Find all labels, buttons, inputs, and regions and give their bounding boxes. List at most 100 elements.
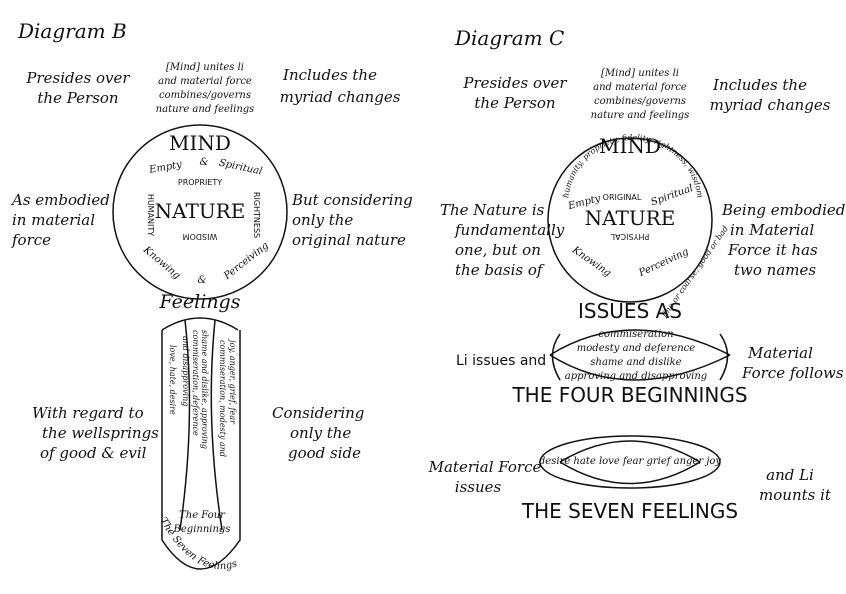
diagram-b-top-center: [Mind] unites li and material force comb… (156, 62, 255, 115)
b-wisdom-label: WISDOM (183, 232, 218, 241)
b-righteousness-label: RIGHTNESS (252, 192, 261, 238)
c-seven-inner-lower (559, 461, 701, 485)
b-spiritual-label: Spiritual (218, 158, 263, 178)
b-top-left-line-1: Presides over (25, 69, 130, 87)
diagram-c-left-mid: The Nature is fundamentally one, but on … (440, 201, 565, 279)
c-material-issues-line-1: Material Force (428, 458, 542, 476)
b-amp1-label: & (200, 157, 209, 168)
b-top-right-line-1: Includes the (282, 66, 377, 84)
c-seven-items: desire hate love fear grief anger joy (539, 456, 722, 467)
b-top-center-line-3: combines/governs (159, 90, 251, 101)
c-top-left-line-2: the Person (474, 94, 555, 112)
b-right-bottom-line-3: good side (288, 444, 361, 462)
c-original-label: ORIGINAL (603, 193, 642, 202)
diagram-c-top-center: [Mind] unites li and material force comb… (591, 68, 690, 121)
c-four-item-4: approving and disapproving (565, 371, 707, 382)
b-right-bottom-line-2: only the (290, 424, 351, 442)
b-four-beginnings-line-2: Beginnings (173, 524, 231, 535)
c-li-issues-label: Li issues and (456, 353, 546, 369)
c-right-mid-line-1: Being embodied (721, 201, 845, 219)
b-propriety-label: PROPRIETY (178, 178, 222, 187)
b-top-left-line-2: the Person (37, 89, 118, 107)
b-top-center-line-4: nature and feelings (156, 104, 255, 115)
b-top-right-line-2: myriad changes (280, 88, 401, 106)
c-four-beginnings-label: THE FOUR BEGINNINGS (511, 383, 747, 407)
b-col-text-1: love, hate, desire (168, 345, 177, 415)
c-spiritual-label: Spiritual (650, 183, 695, 208)
c-seven-ellipse (539, 435, 721, 489)
c-li-mounts: and Li mounts it (759, 466, 832, 504)
b-column-outline (161, 330, 241, 570)
diagram-b-top-right: Includes the myriad changes (280, 66, 401, 106)
b-nature-label: NATURE (155, 199, 246, 223)
c-seven-inner-upper (559, 440, 701, 463)
c-material-follows-line-1: Material (747, 344, 813, 362)
c-material-follows: Material Force follows (741, 344, 844, 382)
c-li-mounts-line-1: and Li (766, 466, 814, 484)
c-material-issues-line-2: issues (455, 478, 502, 496)
c-physical-label: PHYSICAL (610, 232, 649, 241)
c-top-right-line-2: myriad changes (710, 96, 831, 114)
diagram-b-top-left: Presides over the Person (25, 69, 130, 107)
c-four-item-1: commiseration (598, 329, 673, 340)
b-column-texts: love, hate, desire commiseration, defere… (168, 330, 237, 457)
c-left-mid-line-4: the basis of (455, 261, 545, 279)
b-amp2-label: & (198, 275, 207, 286)
c-right-mid-line-4: two names (734, 261, 816, 279)
c-seven-feelings-label: THE SEVEN FEELINGS (521, 499, 738, 523)
diagram-b-mind-circle (112, 124, 288, 300)
b-left-mid-line-2: in material (12, 211, 95, 229)
b-col-text-2: commiseration, deference (191, 330, 200, 436)
c-left-mid-line-2: fundamentally (454, 221, 565, 239)
diagram-b-left-mid: As embodied in material force (10, 191, 110, 249)
b-col-text-6: commiseration, modesty and (218, 340, 227, 457)
c-material-issues: Material Force issues (428, 458, 542, 496)
c-issues-as-label: ISSUES AS (578, 299, 682, 323)
c-material-follows-line-2: Force follows (741, 364, 844, 382)
c-right-mid-line-2: in Material (730, 221, 814, 239)
b-column-top-arc (161, 317, 239, 331)
diagram-b-right-bottom: Considering only the good side (272, 404, 364, 462)
b-left-mid-line-1: As embodied (10, 191, 110, 209)
c-li-mounts-line-2: mounts it (759, 486, 832, 504)
b-top-center-line-2: and material force (158, 76, 252, 87)
diagram-c-top-right: Includes the myriad changes (710, 76, 831, 114)
b-four-beginnings: The Four Beginnings (173, 510, 231, 535)
c-top-center-line-1: [Mind] unites li (601, 68, 679, 79)
b-top-center-line-1: [Mind] unites li (166, 62, 244, 73)
c-nature-label: NATURE (585, 206, 676, 230)
diagram-b-left-bottom: With regard to the wellsprings of good &… (32, 404, 159, 462)
b-empty-label: Empty (147, 159, 183, 176)
c-top-center-line-4: nature and feelings (591, 110, 690, 121)
b-right-mid-line-1: But considering (291, 191, 413, 209)
c-left-mid-line-1: The Nature is (440, 201, 545, 219)
b-four-beginnings-line-1: The Four (179, 510, 226, 521)
c-mind-label: MIND (599, 134, 661, 158)
diagram-c-top-left: Presides over the Person (462, 74, 567, 112)
c-right-mid-line-3: Force it has (727, 241, 818, 259)
diagram-b-title: Diagram B (17, 19, 127, 43)
b-left-bottom-line-3: of good & evil (40, 444, 147, 462)
c-top-right-line-1: Includes the (712, 76, 807, 94)
c-top-center-line-2: and material force (593, 82, 687, 93)
c-four-item-3: shame and dislike (590, 357, 681, 368)
c-knowing-label: Knowing (569, 244, 613, 279)
b-left-bottom-line-2: the wellsprings (42, 424, 159, 442)
b-left-mid-line-3: force (11, 231, 51, 249)
b-col-text-4: and disapproving (181, 336, 190, 406)
c-upper-arc (549, 329, 731, 356)
b-col-text-5: joy, anger, grief, fear (228, 338, 237, 425)
c-four-item-2: modesty and deference (577, 343, 695, 354)
b-col-text-3: shame and dislike, approving (200, 330, 209, 449)
c-four-items: commiseration modesty and deference sham… (565, 329, 707, 382)
diagram-c-title: Diagram C (454, 26, 564, 50)
c-perceiving-label: Perceiving (637, 246, 691, 279)
c-top-left-line-1: Presides over (462, 74, 567, 92)
diagram-c-right-mid: Being embodied in Material Force it has … (721, 201, 845, 279)
b-right-mid-line-3: original nature (292, 231, 406, 249)
diagram-b-right-mid: But considering only the original nature (291, 191, 413, 249)
b-perceiving-label: Perceiving (221, 240, 271, 282)
b-knowing-label: Knowing (140, 244, 182, 282)
b-humanity-label: HUMANITY (146, 194, 155, 236)
